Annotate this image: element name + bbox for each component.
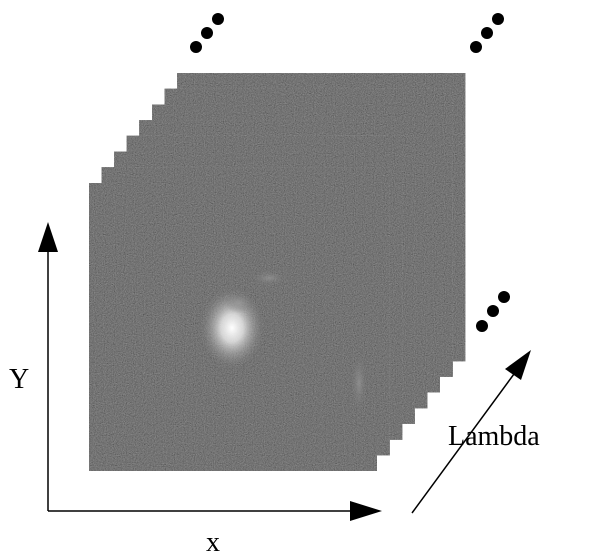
y-axis-arrowhead xyxy=(38,222,58,252)
x-axis-arrowhead xyxy=(350,501,382,521)
image-slice-stack xyxy=(89,73,466,471)
lambda-axis-label: Lambda xyxy=(448,421,540,452)
x-axis-label: x xyxy=(206,527,220,553)
lambda-axis-line xyxy=(411,373,515,514)
ellipsis-top-left xyxy=(190,13,224,53)
ellipsis-top-right xyxy=(470,13,504,53)
ellipsis-right xyxy=(476,291,510,332)
lambda-axis-arrowhead xyxy=(505,350,531,380)
y-axis-label: Y xyxy=(9,364,29,395)
front-image-slice xyxy=(89,183,377,471)
